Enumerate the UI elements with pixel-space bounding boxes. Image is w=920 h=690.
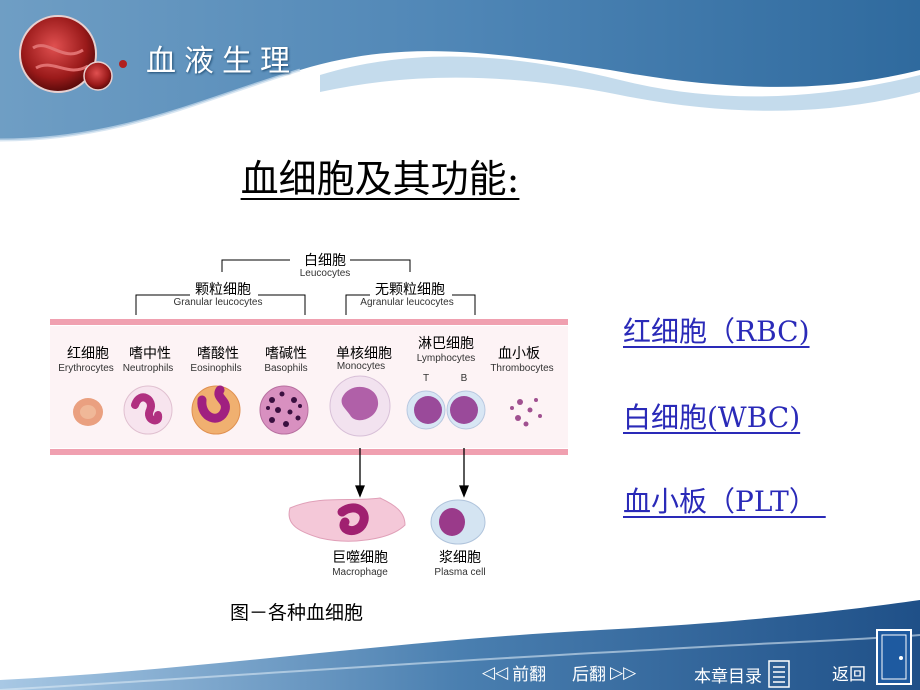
label-plasma-en: Plasma cell [434,567,486,578]
label-thrombocytes-cn: 血小板 [498,346,540,362]
prev-button[interactable]: ◁◁ 前翻 [482,660,547,686]
blood-cells-figure [50,259,568,545]
cell-plasma [430,499,486,545]
label-basophils-en: Basophils [264,363,308,374]
cell-monocyte [329,375,391,437]
label-neutrophils-cn: 嗜中性 [129,346,171,362]
label-lymphocytes-en: Lymphocytes [416,353,476,364]
label-agranular-cn: 无颗粒细胞 [375,282,445,298]
header-banner [0,0,920,142]
label-lymph-b: B [460,373,468,384]
link-plt[interactable]: 血小板（PLT） [623,485,826,518]
label-lymphocytes-cn: 淋巴细胞 [418,336,474,352]
label-plasma-cn: 浆细胞 [439,550,481,566]
label-granular-en: Granular leucocytes [173,297,263,308]
footer-banner [0,600,920,690]
label-eosinophils-cn: 嗜酸性 [197,346,239,362]
figure-caption: 图－各种血细胞 [230,602,364,624]
next-label: 后翻 [572,665,606,685]
slide-title: 血细胞及其功能: [240,157,520,201]
cell-macrophage [288,497,406,542]
label-neutrophils-en: Neutrophils [122,363,174,374]
next-button[interactable]: 后翻 ▷▷ [572,660,637,686]
label-granular-cn: 颗粒细胞 [195,282,251,298]
blood-cell-logo [19,15,127,93]
double-right-arrow-icon: ▷▷ [610,662,637,683]
cell-eosinophil [191,385,241,435]
link-wbc[interactable]: 白细胞(WBC) [623,401,801,434]
label-erythrocytes-en: Erythrocytes [58,363,114,374]
label-macrophage-cn: 巨噬细胞 [332,550,388,566]
label-lymph-t: T [422,373,430,384]
list-icon [768,660,790,688]
label-wbc-en: Leucocytes [299,268,351,279]
cell-thrombocytes [510,398,542,427]
label-agranular-en: Agranular leucocytes [360,297,454,308]
toc-button[interactable]: 本章目录 [694,660,790,688]
label-thrombocytes-en: Thrombocytes [490,363,554,374]
cell-basophil [259,385,309,435]
label-erythrocytes-cn: 红细胞 [67,346,109,362]
back-label: 返回 [832,665,866,685]
label-macrophage-en: Macrophage [332,567,388,578]
link-rbc[interactable]: 红细胞（RBC) [623,315,810,348]
label-monocytes-cn: 单核细胞 [336,346,392,362]
label-eosinophils-en: Eosinophils [190,363,242,374]
cell-lymphocyte-t [406,390,446,430]
toc-label: 本章目录 [694,666,762,687]
cell-erythrocyte [73,398,103,426]
door-icon[interactable] [874,628,914,686]
prev-label: 前翻 [512,665,547,685]
back-button[interactable]: 返回 [832,660,866,685]
header-title: 血液生理 [146,44,298,79]
cell-neutrophil [123,385,173,435]
label-monocytes-en: Monocytes [336,361,386,372]
label-wbc-cn: 白细胞 [304,253,346,269]
cell-lymphocyte-b [446,390,486,430]
label-basophils-cn: 嗜碱性 [265,346,307,362]
double-left-arrow-icon: ◁◁ [482,662,509,683]
